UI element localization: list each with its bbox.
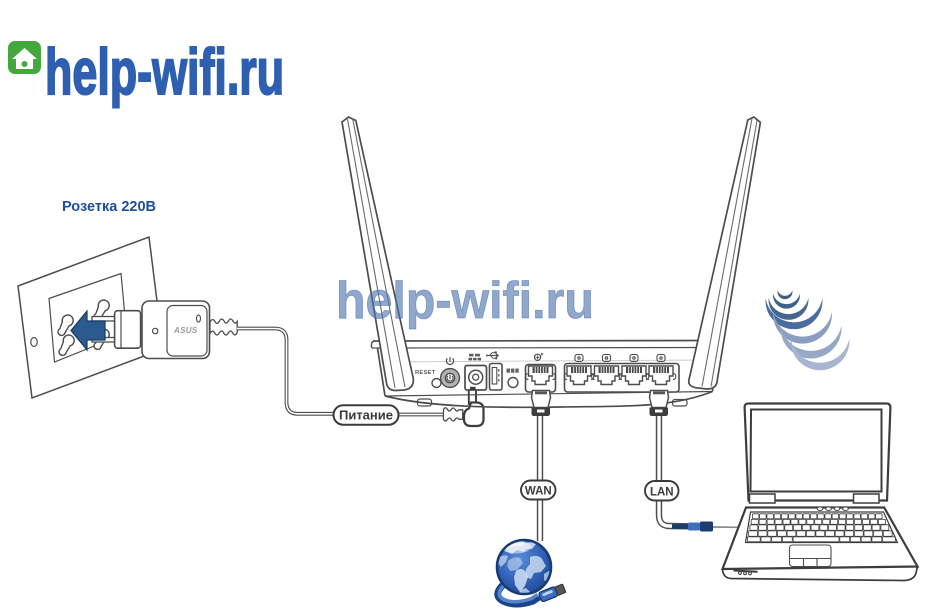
- svg-text:WAN: WAN: [525, 486, 552, 498]
- svg-text:help-wifi.ru: help-wifi.ru: [336, 271, 594, 329]
- svg-text:RESET: RESET: [415, 370, 436, 376]
- svg-text:help-wifi.ru: help-wifi.ru: [45, 35, 284, 108]
- svg-text:LAN: LAN: [650, 487, 674, 499]
- svg-text:Розетка 220В: Розетка 220В: [62, 199, 156, 215]
- svg-text:ASUS: ASUS: [173, 326, 198, 335]
- svg-text:Питание: Питание: [339, 408, 393, 423]
